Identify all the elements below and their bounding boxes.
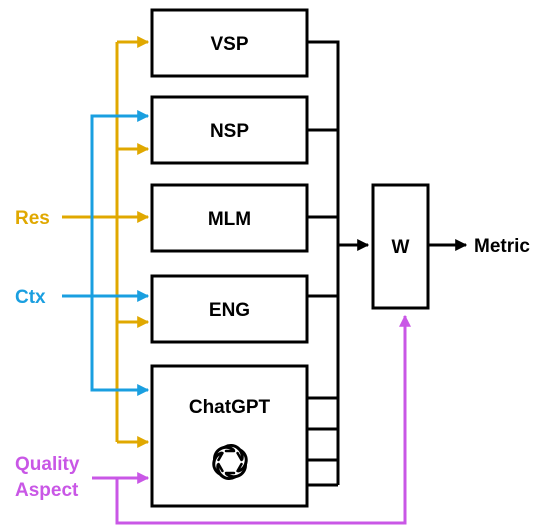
module-vsp: VSP [150, 8, 309, 78]
output-metric-label: Metric [474, 236, 530, 257]
module-eng-label: ENG [209, 300, 250, 321]
module-mlm: MLM [150, 183, 309, 253]
module-chatgpt: ChatGPT [150, 364, 309, 508]
combiner-w: W [371, 183, 430, 310]
input-quality-label-line2: Aspect [15, 480, 79, 501]
module-eng: ENG [150, 274, 309, 344]
openai-logo-icon [212, 444, 248, 480]
module-mlm-label: MLM [208, 209, 251, 230]
input-ctx-label: Ctx [15, 287, 46, 308]
ctx-connectors [62, 110, 150, 396]
quality-connectors [92, 314, 411, 525]
combiner-w-label: W [392, 237, 410, 258]
module-vsp-label: VSP [210, 34, 248, 55]
module-chatgpt-label: ChatGPT [189, 397, 271, 418]
module-output-bus [306, 40, 468, 487]
input-res-label: Res [15, 208, 50, 229]
module-nsp-label: NSP [210, 121, 249, 142]
module-nsp: NSP [150, 95, 309, 165]
res-connectors [62, 36, 150, 448]
input-quality-label-line1: Quality [15, 454, 80, 475]
